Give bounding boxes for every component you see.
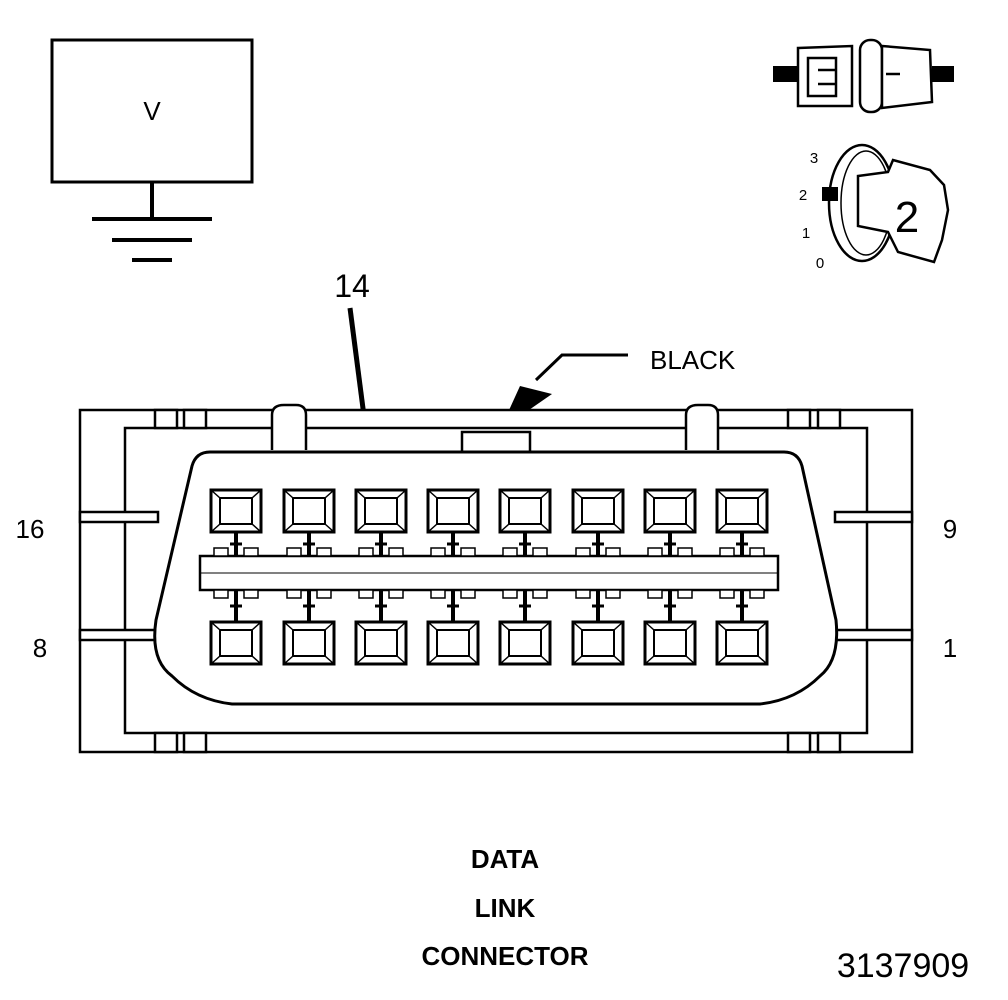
connector-plug-icon xyxy=(773,38,954,114)
title-line-2: LINK xyxy=(475,893,536,923)
bar-tab xyxy=(358,547,374,557)
bar-tab xyxy=(286,589,302,599)
title-line-3: CONNECTOR xyxy=(421,941,588,971)
bar-tab xyxy=(677,547,693,557)
bar-tab xyxy=(430,547,446,557)
pin-cavity xyxy=(282,590,336,666)
bar-tab xyxy=(605,547,621,557)
ignition-position-0: 0 xyxy=(816,255,824,272)
pin-cavity xyxy=(498,488,552,556)
pin-cavity xyxy=(715,488,769,556)
bar-tab xyxy=(460,547,476,557)
pin-cavity xyxy=(209,590,263,666)
figure-id: 3137909 xyxy=(837,947,969,985)
pin-cavity xyxy=(354,488,408,556)
ground-icon xyxy=(92,182,212,262)
data-link-connector xyxy=(78,403,914,754)
bar-tab xyxy=(605,589,621,599)
bar-tab xyxy=(719,547,735,557)
bar-tab xyxy=(532,547,548,557)
ignition-switch-icon: 2 3 2 1 0 xyxy=(799,143,950,272)
bar-tab xyxy=(647,547,663,557)
ignition-position-1: 1 xyxy=(802,225,810,242)
bar-tab xyxy=(677,589,693,599)
ignition-position-3: 3 xyxy=(810,150,818,167)
connector-color-label: BLACK xyxy=(650,345,736,375)
bar-tab xyxy=(502,589,518,599)
bar-tab xyxy=(749,547,765,557)
ignition-position-2: 2 xyxy=(799,187,807,204)
pin-cavity xyxy=(715,590,769,666)
voltmeter-icon: V xyxy=(50,38,254,184)
pin-cavity xyxy=(643,488,697,556)
bar-tab xyxy=(647,589,663,599)
title-line-1: DATA xyxy=(471,844,540,874)
pin-label-9: 9 xyxy=(943,514,957,544)
bar-tab xyxy=(575,589,591,599)
bar-tab xyxy=(243,547,259,557)
voltmeter-label: V xyxy=(143,96,161,126)
bar-tab xyxy=(388,547,404,557)
bar-tab xyxy=(532,589,548,599)
bar-tab xyxy=(358,589,374,599)
pin-label-1: 1 xyxy=(943,633,957,663)
bar-tab xyxy=(430,589,446,599)
bar-tab xyxy=(719,589,735,599)
pin-cavity xyxy=(354,590,408,666)
pin-label-16: 16 xyxy=(16,514,45,544)
bar-tab xyxy=(316,589,332,599)
bar-tab xyxy=(388,589,404,599)
pin-cavity xyxy=(571,488,625,556)
pin-cavity xyxy=(498,590,552,666)
pin-cavity xyxy=(426,590,480,666)
bar-tab xyxy=(243,589,259,599)
pin-cavity xyxy=(209,488,263,556)
pointer-pin-label: 14 xyxy=(334,268,370,304)
bar-tab xyxy=(286,547,302,557)
bar-tab xyxy=(316,547,332,557)
bar-tab xyxy=(460,589,476,599)
pin-cavity xyxy=(571,590,625,666)
key-position-number: 2 xyxy=(895,193,919,242)
bar-tab xyxy=(213,589,229,599)
pin-cavity xyxy=(643,590,697,666)
bar-tab xyxy=(749,589,765,599)
pin-grid xyxy=(209,488,769,666)
bar-tab xyxy=(575,547,591,557)
bar-tab xyxy=(213,547,229,557)
pin-label-8: 8 xyxy=(33,633,47,663)
bar-tab xyxy=(502,547,518,557)
pin-cavity xyxy=(282,488,336,556)
pin-cavity xyxy=(426,488,480,556)
